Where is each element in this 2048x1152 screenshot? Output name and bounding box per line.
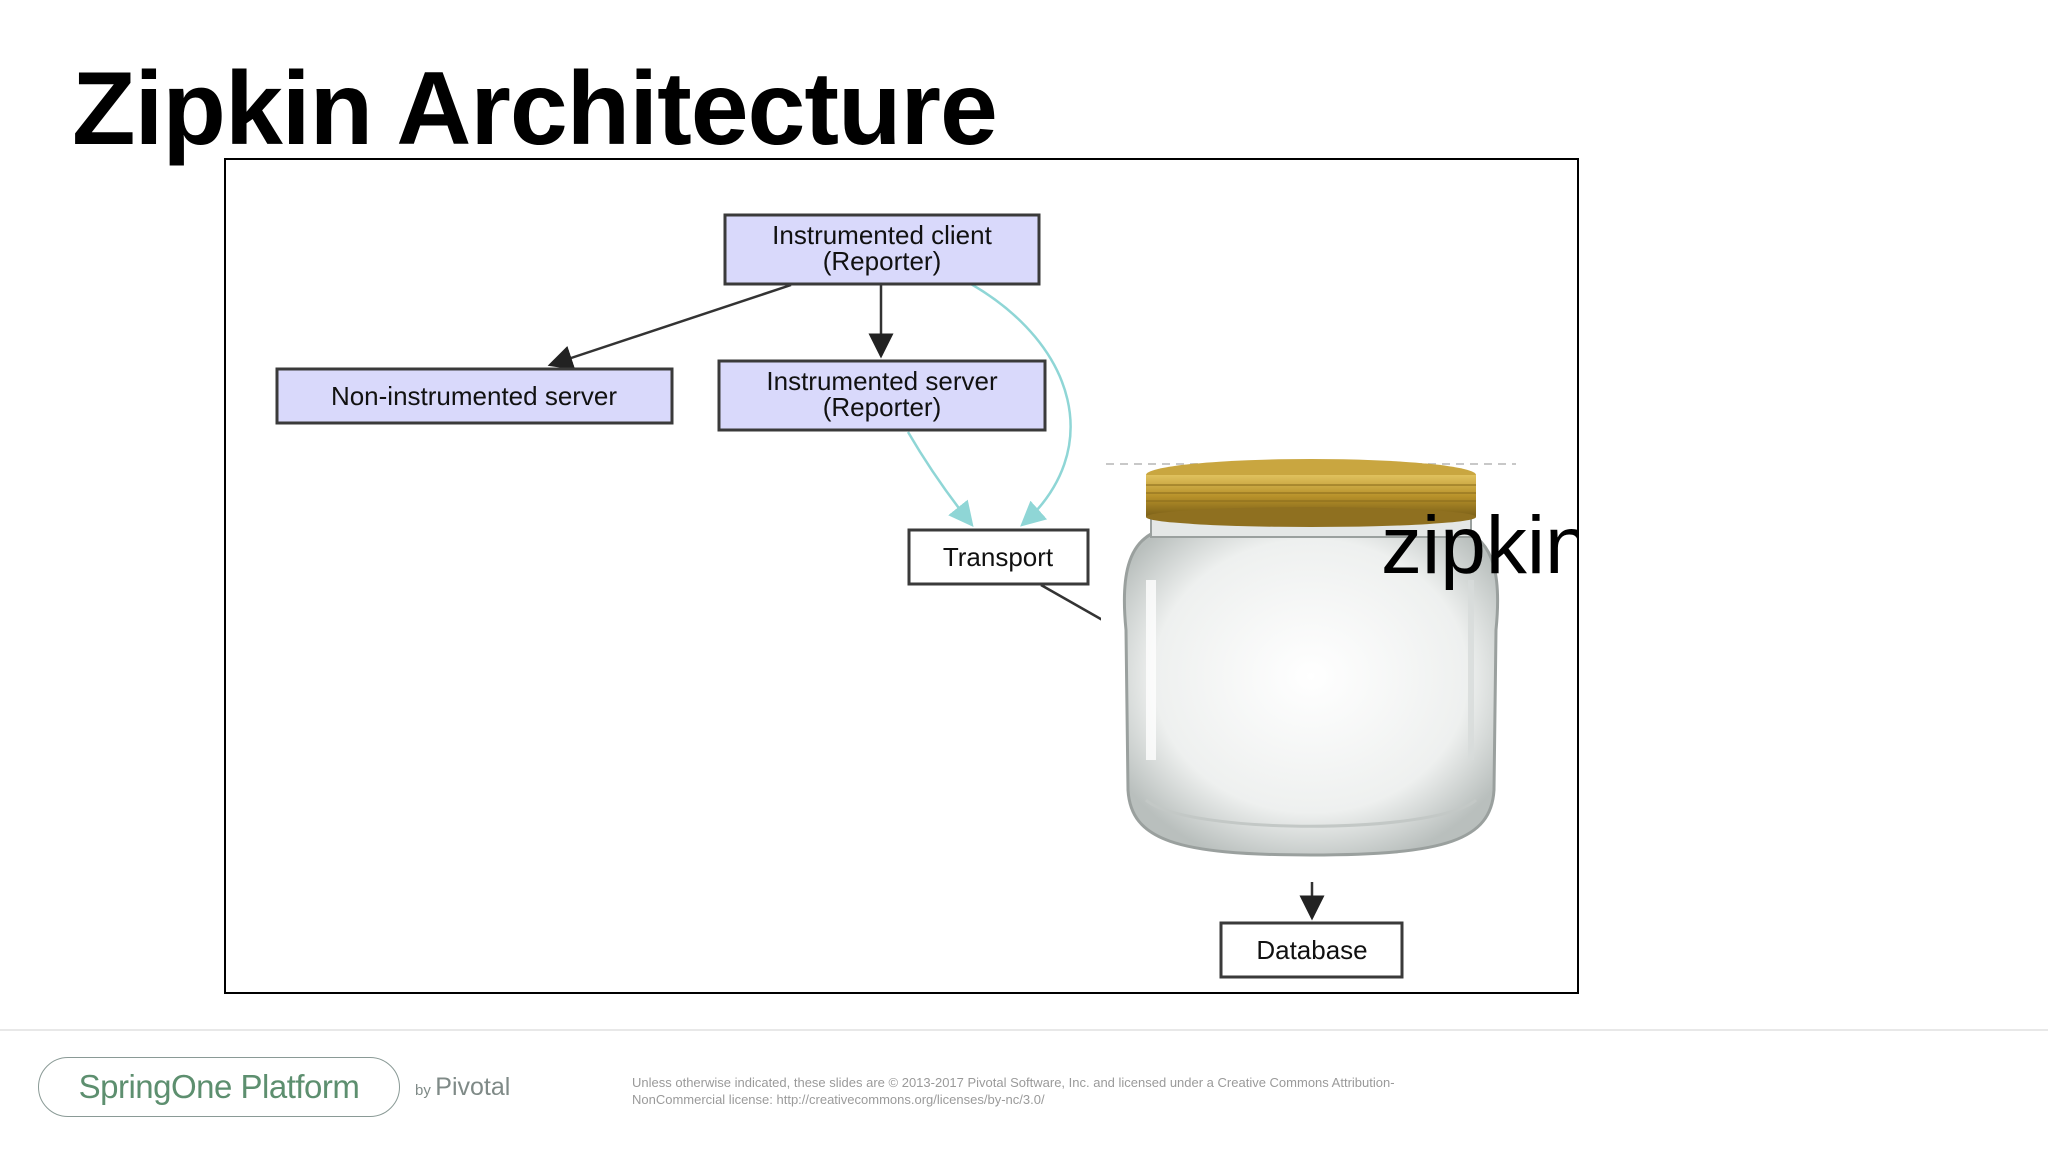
slide-title: Zipkin Architecture <box>72 51 998 167</box>
node-instrumented-server: Instrumented server (Reporter) <box>717 359 1047 432</box>
zipkin-jar-label: zipkin.jar <box>1381 500 1577 591</box>
node-instrumented-client-line1: Instrumented client <box>772 220 992 250</box>
license-line-2: NonCommercial license: http://creativeco… <box>632 1092 1045 1107</box>
springone-platform-logo: SpringOne Platform <box>38 1057 400 1117</box>
license-line-1: Unless otherwise indicated, these slides… <box>632 1075 1395 1090</box>
edge-client-to-transport <box>970 282 1072 527</box>
jar-image <box>1101 459 1521 880</box>
architecture-diagram: Instrumented client (Reporter) Non-instr… <box>275 213 1521 979</box>
node-instrumented-client-line2: (Reporter) <box>823 246 941 276</box>
edge-instrumented-server-to-transport <box>906 431 974 527</box>
footer-divider <box>0 1029 2048 1031</box>
node-transport-label: Transport <box>943 542 1054 572</box>
node-database: Database <box>1219 921 1404 979</box>
node-non-instrumented-server-label: Non-instrumented server <box>331 381 617 411</box>
node-non-instrumented-server: Non-instrumented server <box>275 367 674 425</box>
edge-transport-to-collector <box>1040 583 1107 624</box>
edge-client-to-noninstrumented <box>547 283 792 370</box>
diagram-frame: Instrumented client (Reporter) Non-instr… <box>224 158 1579 994</box>
node-instrumented-server-line1: Instrumented server <box>766 366 998 396</box>
node-transport: Transport <box>907 528 1090 586</box>
by-pivotal-logo: by Pivotal <box>415 1073 510 1102</box>
license-notice: Unless otherwise indicated, these slides… <box>632 1074 1492 1108</box>
node-instrumented-server-line2: (Reporter) <box>823 392 941 422</box>
pivotal-word: Pivotal <box>435 1073 511 1101</box>
by-word: by <box>415 1082 431 1099</box>
node-instrumented-client: Instrumented client (Reporter) <box>723 213 1041 286</box>
logo-text: SpringOne Platform <box>78 1068 360 1105</box>
node-database-label: Database <box>1256 935 1367 965</box>
